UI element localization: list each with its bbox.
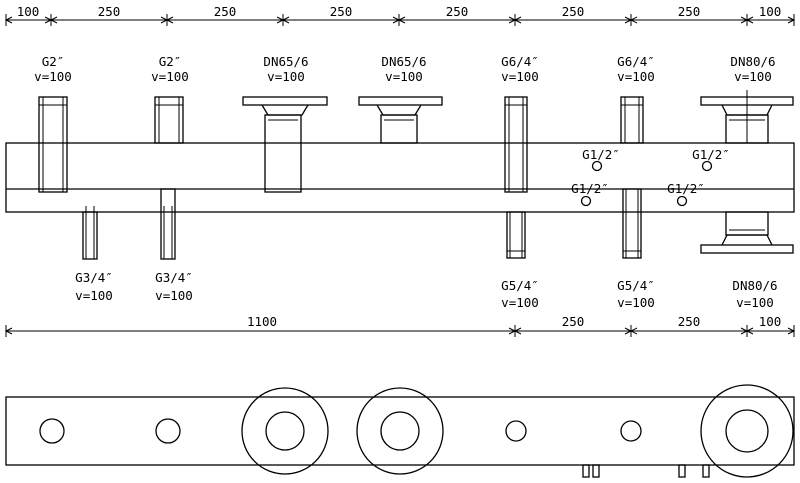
nozzle-top-5-size: G6/4″ (501, 54, 539, 69)
plan-port-2 (155, 418, 181, 444)
dim-top-2: 250 (98, 4, 121, 19)
nozzle-top-6-flow: v=100 (617, 69, 655, 84)
plan-stub-3 (678, 464, 686, 478)
nozzle-top-3-flow: v=100 (267, 69, 305, 84)
plan-stub-4 (702, 464, 710, 478)
plan-flange-3-inner (265, 411, 305, 451)
dim-top-6: 250 (562, 4, 585, 19)
dim-bottom-3: 250 (678, 314, 701, 329)
nozzle-top-4-size: DN65/6 (381, 54, 426, 69)
dim-top-7: 250 (678, 4, 701, 19)
side-port-label-4: G1/2″ (667, 181, 705, 196)
nozzle-bottom-1-flow: v=100 (75, 288, 113, 303)
nozzle-bottom-1-size: G3/4″ (75, 270, 113, 285)
nozzle-top-7-flow: v=100 (734, 69, 772, 84)
side-port-hole-1 (591, 160, 603, 172)
plan-port-5 (505, 420, 527, 442)
top-threaded-nozzle-6 (620, 96, 644, 144)
nozzle-top-1-flow: v=100 (34, 69, 72, 84)
nozzle-top-2-size: G2″ (159, 54, 182, 69)
side-port-hole-4 (676, 195, 688, 207)
top-flange-nozzle-7 (700, 90, 794, 144)
bottom-threaded-nozzle-1 (82, 206, 98, 260)
plan-port-6 (620, 420, 642, 442)
dim-top-1: 100 (17, 4, 40, 19)
nozzle-bottom-7-size: DN80/6 (732, 278, 777, 293)
bottom-flange-nozzle-7 (700, 211, 794, 254)
nozzle-top-2-flow: v=100 (151, 69, 189, 84)
manifold-body (5, 142, 795, 213)
nozzle-top-5-flow: v=100 (501, 69, 539, 84)
dim-bottom-1: 1100 (247, 314, 277, 329)
nozzle-bottom-6-size: G5/4″ (617, 278, 655, 293)
plan-stub-2 (592, 464, 600, 478)
nozzle-bottom-7-flow: v=100 (736, 295, 774, 310)
dim-top-4: 250 (330, 4, 353, 19)
plan-stub-1 (582, 464, 590, 478)
plan-port-1 (39, 418, 65, 444)
top-dimension-line: 100 250 250 250 250 250 250 100 (4, 4, 796, 26)
top-nozzle-labels: G2″ v=100 G2″ v=100 DN65/6 v=100 DN65/6 … (34, 54, 775, 84)
plan-flange-7-inner (725, 409, 769, 453)
side-port-hole-2 (701, 160, 713, 172)
side-port-hole-3 (580, 195, 592, 207)
nozzle-top-3-size: DN65/6 (263, 54, 308, 69)
top-flange-nozzle-4 (358, 96, 443, 144)
bottom-nozzle-labels: G3/4″ v=100 G3/4″ v=100 G5/4″ v=100 G5/4… (75, 270, 777, 310)
nozzle-bottom-2-flow: v=100 (155, 288, 193, 303)
plan-flange-4-inner (380, 411, 420, 451)
dim-bottom-2: 250 (562, 314, 585, 329)
nozzle-bottom-5-flow: v=100 (501, 295, 539, 310)
bottom-dimension-line: 1100 250 250 100 (4, 314, 796, 337)
dim-top-8: 100 (759, 4, 782, 19)
nozzle-bottom-2-size: G3/4″ (155, 270, 193, 285)
plan-flange-4-outer (356, 387, 444, 475)
bottom-threaded-nozzle-6 (622, 188, 642, 259)
plan-flange-7-outer (700, 384, 794, 478)
top-flange-nozzle-3 (242, 96, 328, 193)
nozzle-top-6-size: G6/4″ (617, 54, 655, 69)
nozzle-top-7-size: DN80/6 (730, 54, 775, 69)
plan-view (5, 384, 795, 478)
nozzle-top-4-flow: v=100 (385, 69, 423, 84)
top-threaded-nozzle-1 (38, 96, 68, 193)
side-port-label-3: G1/2″ (571, 181, 609, 196)
top-threaded-nozzle-2 (154, 96, 184, 144)
side-port-label-1: G1/2″ (582, 147, 620, 162)
top-threaded-nozzle-5 (504, 96, 528, 193)
bottom-threaded-nozzle-2 (160, 188, 176, 260)
dim-bottom-4: 100 (759, 314, 782, 329)
nozzle-bottom-6-flow: v=100 (617, 295, 655, 310)
nozzle-top-1-size: G2″ (42, 54, 65, 69)
dim-top-3: 250 (214, 4, 237, 19)
plan-flange-3-outer (241, 387, 329, 475)
side-ports: G1/2″ G1/2″ G1/2″ G1/2″ (571, 147, 730, 207)
side-port-label-2: G1/2″ (692, 147, 730, 162)
nozzle-bottom-5-size: G5/4″ (501, 278, 539, 293)
bottom-threaded-nozzle-5 (506, 211, 526, 259)
dim-top-5: 250 (446, 4, 469, 19)
